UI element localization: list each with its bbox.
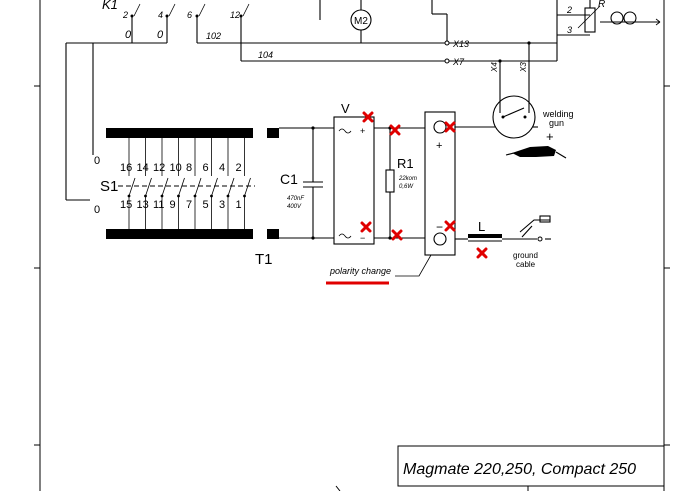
svg-text:cable: cable: [516, 260, 536, 269]
svg-text:6: 6: [187, 10, 192, 20]
s1-contact-number: 15: [120, 199, 132, 211]
svg-text:−: −: [360, 233, 365, 243]
svg-text:X7: X7: [452, 57, 465, 67]
svg-text:gun: gun: [549, 118, 564, 128]
svg-text:X13: X13: [452, 39, 469, 49]
s1-contact-pivot: [210, 194, 213, 198]
potentiometer-r: R 2 3: [556, 0, 661, 61]
svg-text:+: +: [546, 129, 554, 144]
s1-contact-blade: [244, 177, 251, 197]
s1-contact-number: 9: [170, 199, 176, 211]
svg-text:470nF: 470nF: [287, 196, 304, 202]
svg-text:0: 0: [94, 204, 100, 216]
k1-label: K1: [102, 0, 118, 12]
drawing-frame: [34, 0, 670, 491]
polarity-change-label: polarity change: [329, 266, 391, 276]
s1-contact-number: 3: [219, 199, 225, 211]
svg-text:L: L: [478, 219, 485, 234]
svg-text:3: 3: [567, 25, 572, 35]
svg-text:X4: X4: [490, 62, 499, 73]
svg-text:0,6W: 0,6W: [399, 184, 414, 190]
s1-contact-pivot: [177, 194, 180, 198]
s1-contact-number: 1: [236, 199, 242, 211]
choke-l-ground: L ground cable: [468, 215, 551, 269]
k1-contacts: K1 2 4 6 12 0 0 102 104: [65, 0, 447, 201]
polarity-change-block: + − polarity change: [326, 111, 538, 285]
s1-contact-number: 16: [120, 162, 132, 174]
s1-contact-blade: [128, 177, 136, 197]
terminals: X13 X7: [444, 39, 557, 67]
s1-contact-number: 2: [236, 162, 242, 174]
red-annotation-marks: [360, 111, 488, 259]
title-block: Magmate 220,250, Compact 250: [397, 445, 665, 487]
svg-text:T1: T1: [255, 251, 273, 268]
svg-text:M2: M2: [354, 16, 368, 27]
svg-text:102: 102: [206, 31, 221, 41]
welding-torch-icon: [505, 146, 567, 159]
s1-contact-number: 7: [186, 199, 192, 211]
svg-text:welding: welding: [542, 109, 574, 119]
welding-gun-switch: X4 X3 welding gun +: [490, 41, 574, 144]
s1-contact-number: 8: [186, 162, 192, 174]
rectifier-v: V + −: [333, 101, 425, 245]
red-x-mark: [444, 121, 456, 133]
s1-contact-pivot: [243, 194, 246, 198]
s1-contact-number: 14: [137, 162, 149, 174]
svg-text:22kom: 22kom: [398, 176, 417, 182]
s1-contact-blade: [211, 177, 218, 197]
s1-contact-number: 12: [153, 162, 165, 174]
red-x-mark: [362, 111, 374, 123]
red-x-mark: [444, 220, 456, 232]
s1-contact-blade: [194, 177, 202, 197]
s1-contact-blade: [178, 177, 185, 197]
s1-contact-blade: [227, 177, 235, 197]
s1-contact-pivot: [127, 194, 131, 198]
red-x-mark: [391, 229, 403, 241]
svg-text:0: 0: [125, 29, 132, 41]
s1-contact-pivot: [160, 194, 164, 198]
s1-contact-number: 6: [203, 162, 209, 174]
svg-text:+: +: [436, 140, 442, 152]
resistor-r1: R1 22kom 0,6W: [385, 126, 417, 240]
s1-contact-number: 13: [137, 199, 149, 211]
svg-text:ground: ground: [513, 251, 538, 260]
svg-text:C1: C1: [280, 171, 298, 187]
svg-text:2: 2: [566, 5, 572, 15]
svg-text:R: R: [598, 0, 605, 10]
s1-contact-number: 4: [219, 162, 225, 174]
transformer-t1: T1: [255, 127, 334, 268]
svg-text:0: 0: [157, 29, 164, 41]
svg-text:−: −: [436, 220, 443, 234]
capacitor-c1: C1 470nF 400V: [280, 126, 323, 240]
s1-contact-number: 10: [170, 162, 182, 174]
s1-contact-pivot: [144, 194, 147, 198]
motor-m2: M2: [350, 0, 448, 43]
s1-contact-number: 5: [203, 199, 209, 211]
red-x-mark: [360, 221, 372, 233]
s1-contact-pivot: [226, 194, 230, 198]
drawing-title: Magmate 220,250, Compact 250: [403, 461, 636, 478]
svg-text:X3: X3: [519, 62, 528, 73]
svg-text:R1: R1: [397, 156, 414, 171]
svg-text:4: 4: [158, 10, 163, 20]
svg-text:12: 12: [230, 10, 240, 20]
svg-text:104: 104: [258, 50, 273, 60]
svg-text:S1: S1: [100, 178, 118, 195]
svg-text:2: 2: [122, 10, 128, 20]
s1-contact-number: 11: [153, 199, 164, 211]
red-x-mark: [476, 247, 488, 259]
s1-contact-blade: [145, 177, 152, 197]
svg-text:0: 0: [94, 155, 100, 167]
svg-text:V: V: [341, 101, 350, 116]
s1-contact-pivot: [193, 194, 197, 198]
svg-text:400V: 400V: [287, 204, 302, 210]
s1-contact-blade: [161, 177, 169, 197]
svg-text:+: +: [360, 126, 365, 136]
red-x-mark: [389, 124, 401, 136]
